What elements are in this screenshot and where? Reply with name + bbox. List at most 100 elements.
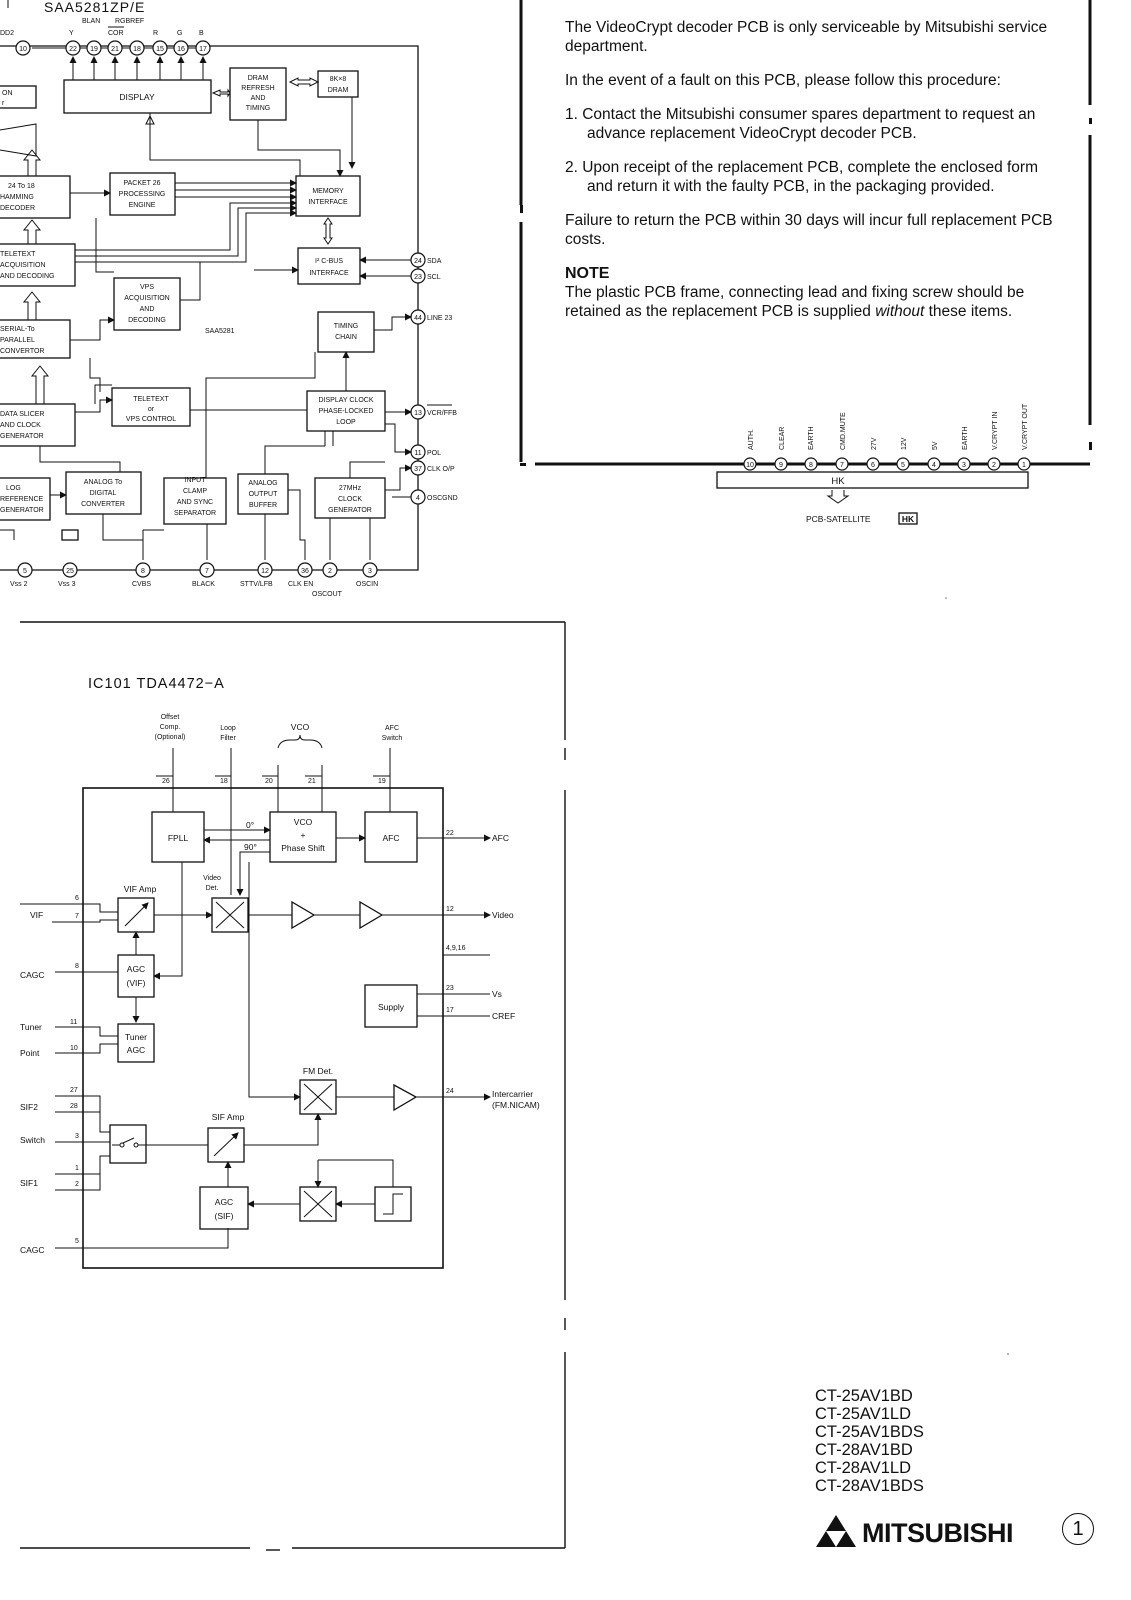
- svg-text:16: 16: [177, 46, 185, 53]
- connector-pin-labels: AUTH. CLEAR EARTH CMD.MUTE 27V 12V 5V EA…: [748, 403, 1029, 450]
- svg-text:EARTH: EARTH: [808, 426, 815, 450]
- svg-text:AFC: AFC: [383, 833, 400, 843]
- svg-text:DRAM: DRAM: [248, 75, 269, 82]
- svg-text:Phase Shift: Phase Shift: [281, 843, 325, 853]
- svg-text:27: 27: [70, 1087, 78, 1094]
- svg-text:24: 24: [414, 258, 422, 265]
- instruction-paragraph-3: Failure to return the PCB within 30 days…: [565, 212, 1053, 248]
- saa5281-diagram: SAA5281ZP/E DD2 Y BLAN RGBREF COR R G B …: [0, 0, 458, 598]
- svg-text:REFERENCE: REFERENCE: [0, 496, 44, 503]
- svg-text:V.CRYPT OUT: V.CRYPT OUT: [1022, 403, 1029, 450]
- block-supply: [364, 984, 418, 1028]
- svg-text:CLEAR: CLEAR: [779, 427, 786, 450]
- svg-text:2: 2: [75, 1181, 79, 1188]
- svg-text:OSCIN: OSCIN: [356, 581, 378, 588]
- svg-text:4,9,16: 4,9,16: [446, 945, 466, 952]
- svg-text:(SIF): (SIF): [215, 1211, 234, 1221]
- svg-text:AGC: AGC: [215, 1197, 233, 1207]
- brand-wordmark: MITSUBISHI: [862, 1518, 1014, 1548]
- svg-text:Comp.: Comp.: [160, 724, 181, 731]
- svg-text:ENGINE: ENGINE: [129, 202, 156, 209]
- svg-text:4: 4: [416, 495, 420, 502]
- svg-text:INTERFACE: INTERFACE: [308, 199, 348, 206]
- svg-text:3: 3: [962, 462, 966, 469]
- svg-text:20: 20: [265, 778, 273, 785]
- svg-text:36: 36: [301, 568, 309, 575]
- connector-body: [716, 471, 1029, 489]
- svg-text:Point: Point: [20, 1048, 40, 1058]
- saa-top-pins: 10 22 19 21 18 15 16 17: [15, 40, 211, 56]
- svg-text:5V: 5V: [932, 441, 939, 450]
- block-i2c-bus: [297, 247, 361, 285]
- svg-text:8: 8: [809, 462, 813, 469]
- block-timing-chain: [317, 311, 375, 353]
- svg-text:6: 6: [75, 895, 79, 902]
- svg-text:AND: AND: [140, 306, 155, 313]
- svg-text:Switch: Switch: [382, 735, 403, 742]
- svg-text:17: 17: [446, 1007, 454, 1014]
- svg-text:Video: Video: [203, 875, 221, 882]
- svg-text:CLK EN: CLK EN: [288, 581, 313, 588]
- block-dram: [317, 70, 359, 98]
- svg-text:I² C-BUS: I² C-BUS: [315, 258, 343, 265]
- block-vps: [113, 277, 181, 331]
- svg-text:CHAIN: CHAIN: [335, 334, 357, 341]
- svg-text:SCL: SCL: [427, 274, 441, 281]
- svg-text:or: or: [148, 406, 155, 413]
- svg-text:(Optional): (Optional): [155, 734, 186, 741]
- svg-text:Vss 3: Vss 3: [58, 581, 76, 588]
- svg-text:37: 37: [414, 466, 422, 473]
- note-heading: NOTE: [565, 265, 610, 282]
- note-emphasis: without: [875, 303, 925, 320]
- svg-text:22: 22: [69, 46, 77, 53]
- saa-title: SAA5281ZP/E: [44, 0, 145, 15]
- svg-text:AND CLOCK: AND CLOCK: [0, 422, 41, 429]
- block-memory-interface: [295, 175, 361, 217]
- svg-text:ANALOG To: ANALOG To: [84, 479, 122, 486]
- svg-text:19: 19: [378, 778, 386, 785]
- pin-label-rgbref: RGBREF: [115, 18, 144, 25]
- block-input-clamp: [163, 477, 227, 525]
- block-hamming: [0, 175, 71, 219]
- svg-text:VCO: VCO: [291, 722, 310, 732]
- svg-text:FM Det.: FM Det.: [303, 1066, 333, 1076]
- svg-text:SIF1: SIF1: [20, 1178, 38, 1188]
- note-body: The plastic PCB frame, connecting lead a…: [565, 283, 1055, 321]
- svg-text:1: 1: [1022, 462, 1026, 469]
- svg-text:MEMORY: MEMORY: [312, 188, 344, 195]
- block-sif-switch: [109, 1124, 147, 1164]
- svg-text:CAGC: CAGC: [20, 1245, 45, 1255]
- svg-text:TELETEXT: TELETEXT: [0, 251, 36, 258]
- svg-text:OUTPUT: OUTPUT: [249, 491, 279, 498]
- svg-text:CAGC: CAGC: [20, 970, 45, 980]
- svg-text:GENERATOR: GENERATOR: [328, 507, 372, 514]
- block-agc-vif: [117, 954, 155, 998]
- svg-text:V.CRYPT IN: V.CRYPT IN: [992, 412, 999, 450]
- instruction-paragraph-2: In the event of a fault on this PCB, ple…: [565, 72, 1001, 89]
- svg-text:23: 23: [446, 985, 454, 992]
- svg-text:(FM.NICAM): (FM.NICAM): [492, 1100, 540, 1110]
- block-tuner-agc: [117, 1023, 155, 1063]
- svg-text:2: 2: [992, 462, 996, 469]
- svg-text:25: 25: [66, 568, 74, 575]
- svg-text:CONVERTOR: CONVERTOR: [0, 348, 44, 355]
- svg-text:Supply: Supply: [378, 1002, 405, 1012]
- connector-pins: 10 9 8 7 6 5 4 3 2 1: [743, 457, 1031, 471]
- svg-text:DISPLAY CLOCK: DISPLAY CLOCK: [319, 397, 374, 404]
- svg-text:17: 17: [199, 46, 207, 53]
- saa-chip-label: SAA5281: [205, 328, 235, 335]
- svg-text:18: 18: [133, 46, 141, 53]
- svg-text:VCR/FFB: VCR/FFB: [427, 410, 457, 417]
- svg-text:CLOCK: CLOCK: [338, 496, 362, 503]
- svg-text:2: 2: [328, 568, 332, 575]
- svg-text:10: 10: [70, 1045, 78, 1052]
- svg-text:24: 24: [446, 1088, 454, 1095]
- svg-text:23: 23: [414, 274, 422, 281]
- svg-text:AFC: AFC: [385, 725, 399, 732]
- instruction-paragraph-1: The VideoCrypt decoder PCB is only servi…: [565, 19, 1048, 55]
- instructions-panel: The VideoCrypt decoder PCB is only servi…: [565, 18, 1055, 321]
- svg-text:ON: ON: [2, 90, 13, 97]
- connector-name: HK: [831, 476, 845, 487]
- svg-text:44: 44: [414, 315, 422, 322]
